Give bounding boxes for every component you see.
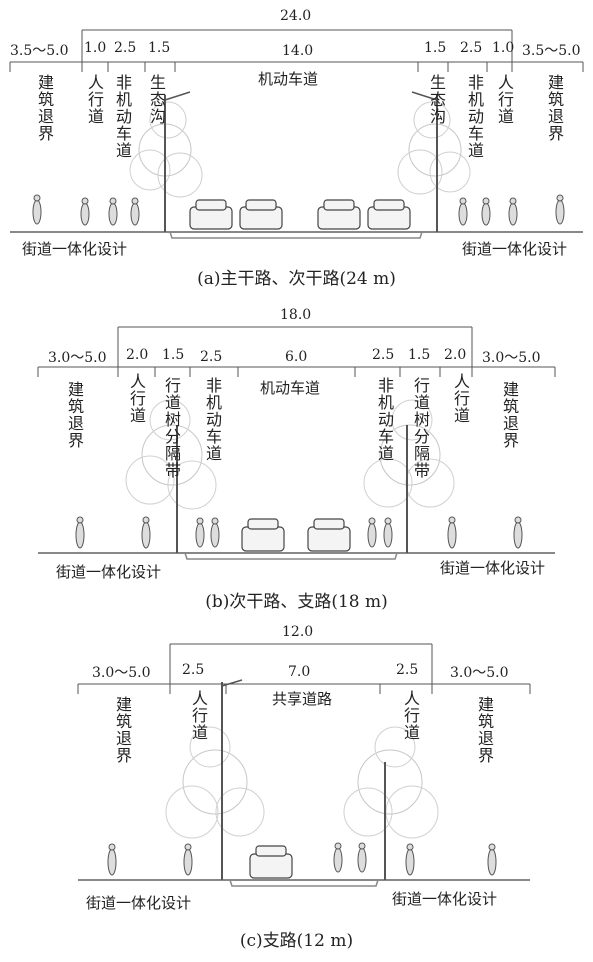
zone-building-left: 建筑退界 bbox=[65, 381, 84, 449]
zone-sidewalk-left: 人行道 bbox=[127, 373, 146, 424]
zone-eco-right: 生态沟 bbox=[427, 74, 446, 125]
dim-building-left: 3.5～5.0 bbox=[10, 43, 69, 59]
panel-b: 18.0 3.0～5.0 2.0 1.5 2.5 6.0 2.5 1.5 2.0… bbox=[0, 305, 593, 615]
zone-bike-right: 非机动车道 bbox=[375, 377, 394, 462]
caption-a: (a)主干路、次干路(24 m) bbox=[197, 269, 396, 289]
dim-tree-right: 1.5 bbox=[408, 347, 431, 363]
zone-sidewalk-left: 人行道 bbox=[189, 690, 208, 741]
dim-building-left: 3.0～5.0 bbox=[48, 350, 107, 366]
zone-motor: 机动车道 bbox=[258, 70, 319, 88]
dim-sidewalk-left: 2.5 bbox=[182, 662, 205, 678]
zone-sidewalk-right: 人行道 bbox=[451, 373, 470, 424]
panel-c: 12.0 3.0～5.0 2.5 7.0 2.5 3.0～5.0 建筑退界 人行… bbox=[0, 622, 593, 962]
cars bbox=[189, 199, 411, 230]
dim-bike-right: 2.5 bbox=[460, 40, 483, 56]
caption-b: (b)次干路、支路(18 m) bbox=[205, 592, 388, 612]
zone-building-left: 建筑退界 bbox=[35, 74, 54, 142]
zone-sidewalk-left: 人行道 bbox=[85, 74, 104, 125]
dim-bike-left: 2.5 bbox=[200, 349, 223, 365]
dim-sidewalk-right: 2.0 bbox=[444, 347, 467, 363]
zone-building-right: 建筑退界 bbox=[475, 696, 494, 764]
dim-bike-left: 2.5 bbox=[114, 40, 137, 56]
dim-sidewalk-left: 2.0 bbox=[126, 347, 149, 363]
dim-eco-left: 1.5 bbox=[148, 40, 171, 56]
total-width: 12.0 bbox=[282, 624, 314, 640]
zone-sidewalk-right: 人行道 bbox=[495, 74, 514, 125]
dim-tree-left: 1.5 bbox=[162, 347, 185, 363]
zone-eco-left: 生态沟 bbox=[147, 74, 166, 125]
total-width: 18.0 bbox=[280, 307, 312, 323]
tree-right bbox=[397, 101, 471, 195]
zone-tree-right: 行道树分隔带 bbox=[411, 377, 430, 479]
zone-bike-left: 非机动车道 bbox=[113, 74, 132, 159]
dim-bike-right: 2.5 bbox=[372, 347, 395, 363]
zone-tree-left: 行道树分隔带 bbox=[162, 377, 181, 479]
zone-bike-left: 非机动车道 bbox=[203, 377, 222, 462]
zone-sidewalk-right: 人行道 bbox=[401, 690, 420, 741]
zone-bike-right: 非机动车道 bbox=[465, 74, 484, 159]
street-design-right: 街道一体化设计 bbox=[440, 559, 546, 577]
dim-motor: 6.0 bbox=[285, 349, 308, 365]
dim-shared: 7.0 bbox=[288, 664, 311, 680]
caption-c: (c)支路(12 m) bbox=[239, 931, 354, 951]
dim-sidewalk-right: 2.5 bbox=[396, 662, 419, 678]
zone-building-left: 建筑退界 bbox=[113, 696, 132, 764]
dim-sidewalk-right: 1.0 bbox=[492, 40, 515, 56]
zone-building-right: 建筑退界 bbox=[500, 381, 519, 449]
panel-b-drawing bbox=[37, 326, 556, 560]
street-design-left: 街道一体化设计 bbox=[86, 894, 192, 912]
zone-shared: 共享道路 bbox=[272, 690, 333, 708]
dim-building-right: 3.5～5.0 bbox=[522, 43, 581, 59]
dim-motor: 14.0 bbox=[282, 43, 314, 59]
dim-building-right: 3.0～5.0 bbox=[450, 665, 509, 681]
dim-building-left: 3.0～5.0 bbox=[92, 665, 151, 681]
dim-eco-right: 1.5 bbox=[424, 40, 447, 56]
street-design-right: 街道一体化设计 bbox=[392, 890, 498, 908]
pedestrians bbox=[32, 194, 565, 226]
zone-motor: 机动车道 bbox=[260, 379, 321, 397]
dim-sidewalk-left: 1.0 bbox=[84, 40, 107, 56]
dim-building-right: 3.0～5.0 bbox=[482, 350, 541, 366]
street-design-left: 街道一体化设计 bbox=[56, 563, 162, 581]
street-design-left: 街道一体化设计 bbox=[22, 240, 128, 258]
zone-building-right: 建筑退界 bbox=[545, 74, 564, 142]
panel-a: 24.0 3.5～5.0 1.0 2.5 1.5 14.0 1.5 2.5 1.… bbox=[0, 0, 593, 300]
panel-a-drawing bbox=[9, 29, 584, 239]
street-design-right: 街道一体化设计 bbox=[462, 240, 568, 258]
panel-c-drawing bbox=[77, 643, 531, 887]
total-width: 24.0 bbox=[280, 8, 312, 24]
